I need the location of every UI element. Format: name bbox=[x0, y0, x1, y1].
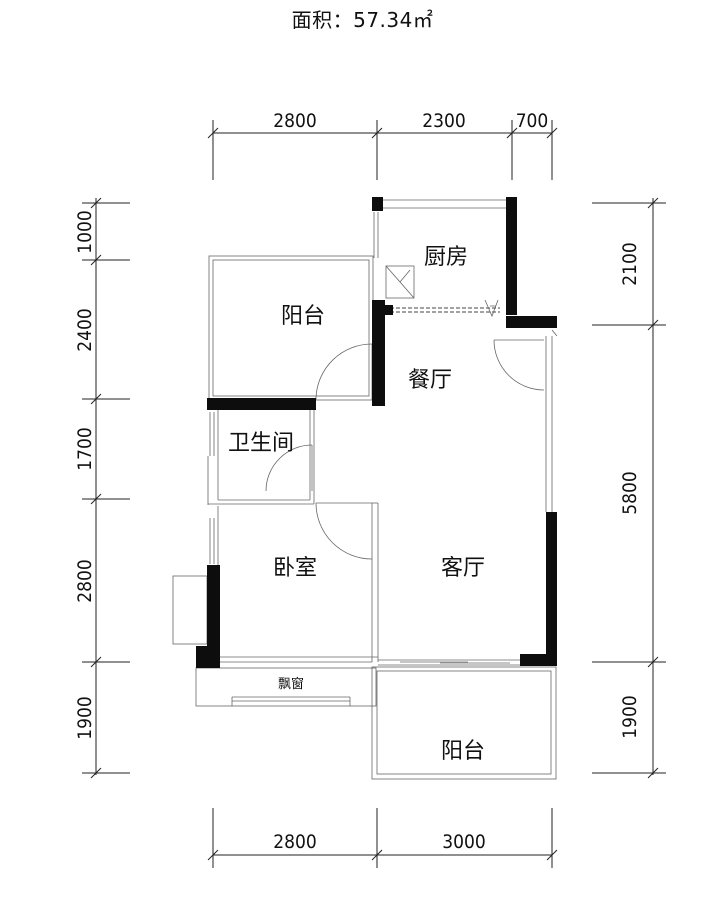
dim-right-1: 2100 bbox=[619, 242, 641, 286]
dim-top-1: 2800 bbox=[273, 110, 317, 132]
thin-walls bbox=[172, 199, 558, 780]
room-balcony-top: 阳台 bbox=[281, 304, 325, 329]
dim-right-3: 1900 bbox=[619, 695, 641, 739]
dim-left-2: 2400 bbox=[74, 308, 96, 352]
dimension-left: 1000 2400 1700 2800 1900 bbox=[74, 197, 130, 779]
dim-top-3: 700 bbox=[516, 110, 549, 132]
dimension-top: 2800 2300 700 bbox=[207, 110, 558, 180]
room-living: 客厅 bbox=[441, 556, 485, 581]
dim-left-3: 1700 bbox=[74, 427, 96, 471]
dim-left-1: 1000 bbox=[74, 210, 96, 254]
dim-left-4: 2800 bbox=[74, 559, 96, 603]
dimension-bottom: 2800 3000 bbox=[207, 808, 558, 868]
dim-bottom-1: 2800 bbox=[273, 831, 317, 853]
door-swings bbox=[265, 339, 545, 560]
room-bedroom: 卧室 bbox=[273, 556, 317, 581]
room-balcony-bottom: 阳台 bbox=[441, 739, 485, 764]
room-bathroom: 卫生间 bbox=[228, 431, 294, 456]
room-dining: 餐厅 bbox=[408, 368, 452, 393]
area-title: 面积：57.34㎡ bbox=[291, 8, 434, 32]
dim-bottom-2: 3000 bbox=[442, 831, 486, 853]
room-kitchen: 厨房 bbox=[424, 245, 468, 270]
dimension-right: 2100 5800 1900 bbox=[592, 197, 666, 779]
dim-left-5: 1900 bbox=[74, 696, 96, 740]
thick-walls bbox=[196, 197, 557, 668]
room-bay-window: 飘窗 bbox=[278, 676, 304, 692]
dim-top-2: 2300 bbox=[422, 110, 466, 132]
dim-right-2: 5800 bbox=[619, 471, 641, 515]
